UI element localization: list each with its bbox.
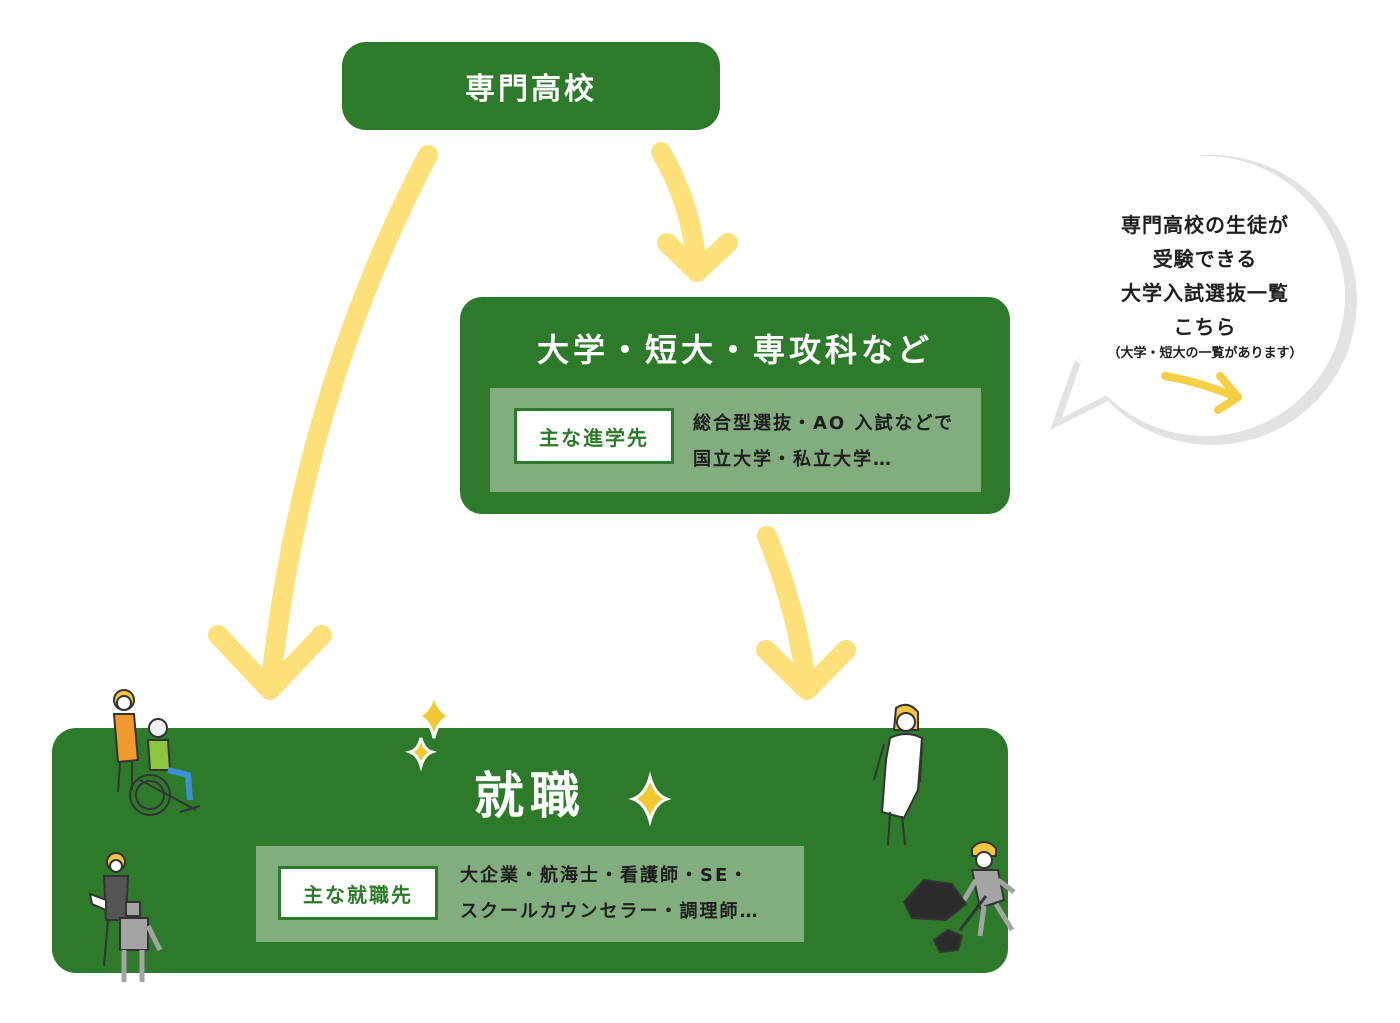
sparkle-icon xyxy=(413,693,455,739)
arrow-school-to-univ-head xyxy=(657,233,738,282)
bubble-link[interactable]: 専門高校の生徒が 受験できる 大学入試選抜一覧 こちら （大学・短大の一覧があり… xyxy=(1090,208,1320,364)
arrow-school-to-univ xyxy=(651,142,707,278)
university-destinations: 総合型選抜・AO 入試などで 国立大学・私立大学… xyxy=(693,406,954,478)
bubble-note: （大学・短大の一覧があります） xyxy=(1107,346,1303,361)
sparkle-icon xyxy=(404,737,438,772)
miner-icon xyxy=(902,841,1016,954)
arrow-univ-to-job xyxy=(757,526,817,700)
speech-bubble xyxy=(1050,155,1357,445)
sparkle-icons xyxy=(404,693,672,827)
employment-tag: 主な就職先 xyxy=(278,866,438,920)
employment-box: 就職 主な就職先 大企業・航海士・看護師・SE・ スクールカウンセラー・調理師… xyxy=(52,728,1008,973)
bubble-line-2: 受験できる xyxy=(1152,247,1258,271)
university-line-2: 国立大学・私立大学… xyxy=(693,449,893,470)
university-title: 大学・短大・専攻科など xyxy=(536,331,933,369)
university-tag: 主な進学先 xyxy=(514,408,674,464)
employment-line-2: スクールカウンセラー・調理師… xyxy=(460,901,760,922)
arrow-univ-to-job-head xyxy=(756,640,856,700)
nurse-icon xyxy=(873,703,924,846)
employment-destinations: 大企業・航海士・看護師・SE・ スクールカウンセラー・調理師… xyxy=(460,858,759,930)
arrow-school-to-job xyxy=(260,145,438,700)
engineer-robot-icon xyxy=(88,852,163,982)
employment-panel: 主な就職先 大企業・航海士・看護師・SE・ スクールカウンセラー・調理師… xyxy=(256,846,804,942)
caregiver-wheelchair-icon xyxy=(112,689,201,816)
bubble-line-1: 専門高校の生徒が xyxy=(1121,213,1289,237)
school-title: 専門高校 xyxy=(465,72,597,107)
arrow-school-to-job-head xyxy=(208,625,332,700)
school-box: 専門高校 xyxy=(342,42,720,130)
employment-line-1: 大企業・航海士・看護師・SE・ xyxy=(460,865,750,886)
university-box: 大学・短大・専攻科など 主な進学先 総合型選抜・AO 入試などで 国立大学・私立… xyxy=(460,297,1010,514)
sparkle-icon xyxy=(628,771,672,827)
bubble-line-4: こちら xyxy=(1173,315,1237,339)
bubble-line-3: 大学入試選抜一覧 xyxy=(1121,281,1289,305)
bubble-arrow-icon xyxy=(1161,372,1242,414)
university-panel: 主な進学先 総合型選抜・AO 入試などで 国立大学・私立大学… xyxy=(490,388,981,492)
university-line-1: 総合型選抜・AO 入試などで xyxy=(693,413,955,434)
employment-title: 就職 xyxy=(474,767,586,825)
